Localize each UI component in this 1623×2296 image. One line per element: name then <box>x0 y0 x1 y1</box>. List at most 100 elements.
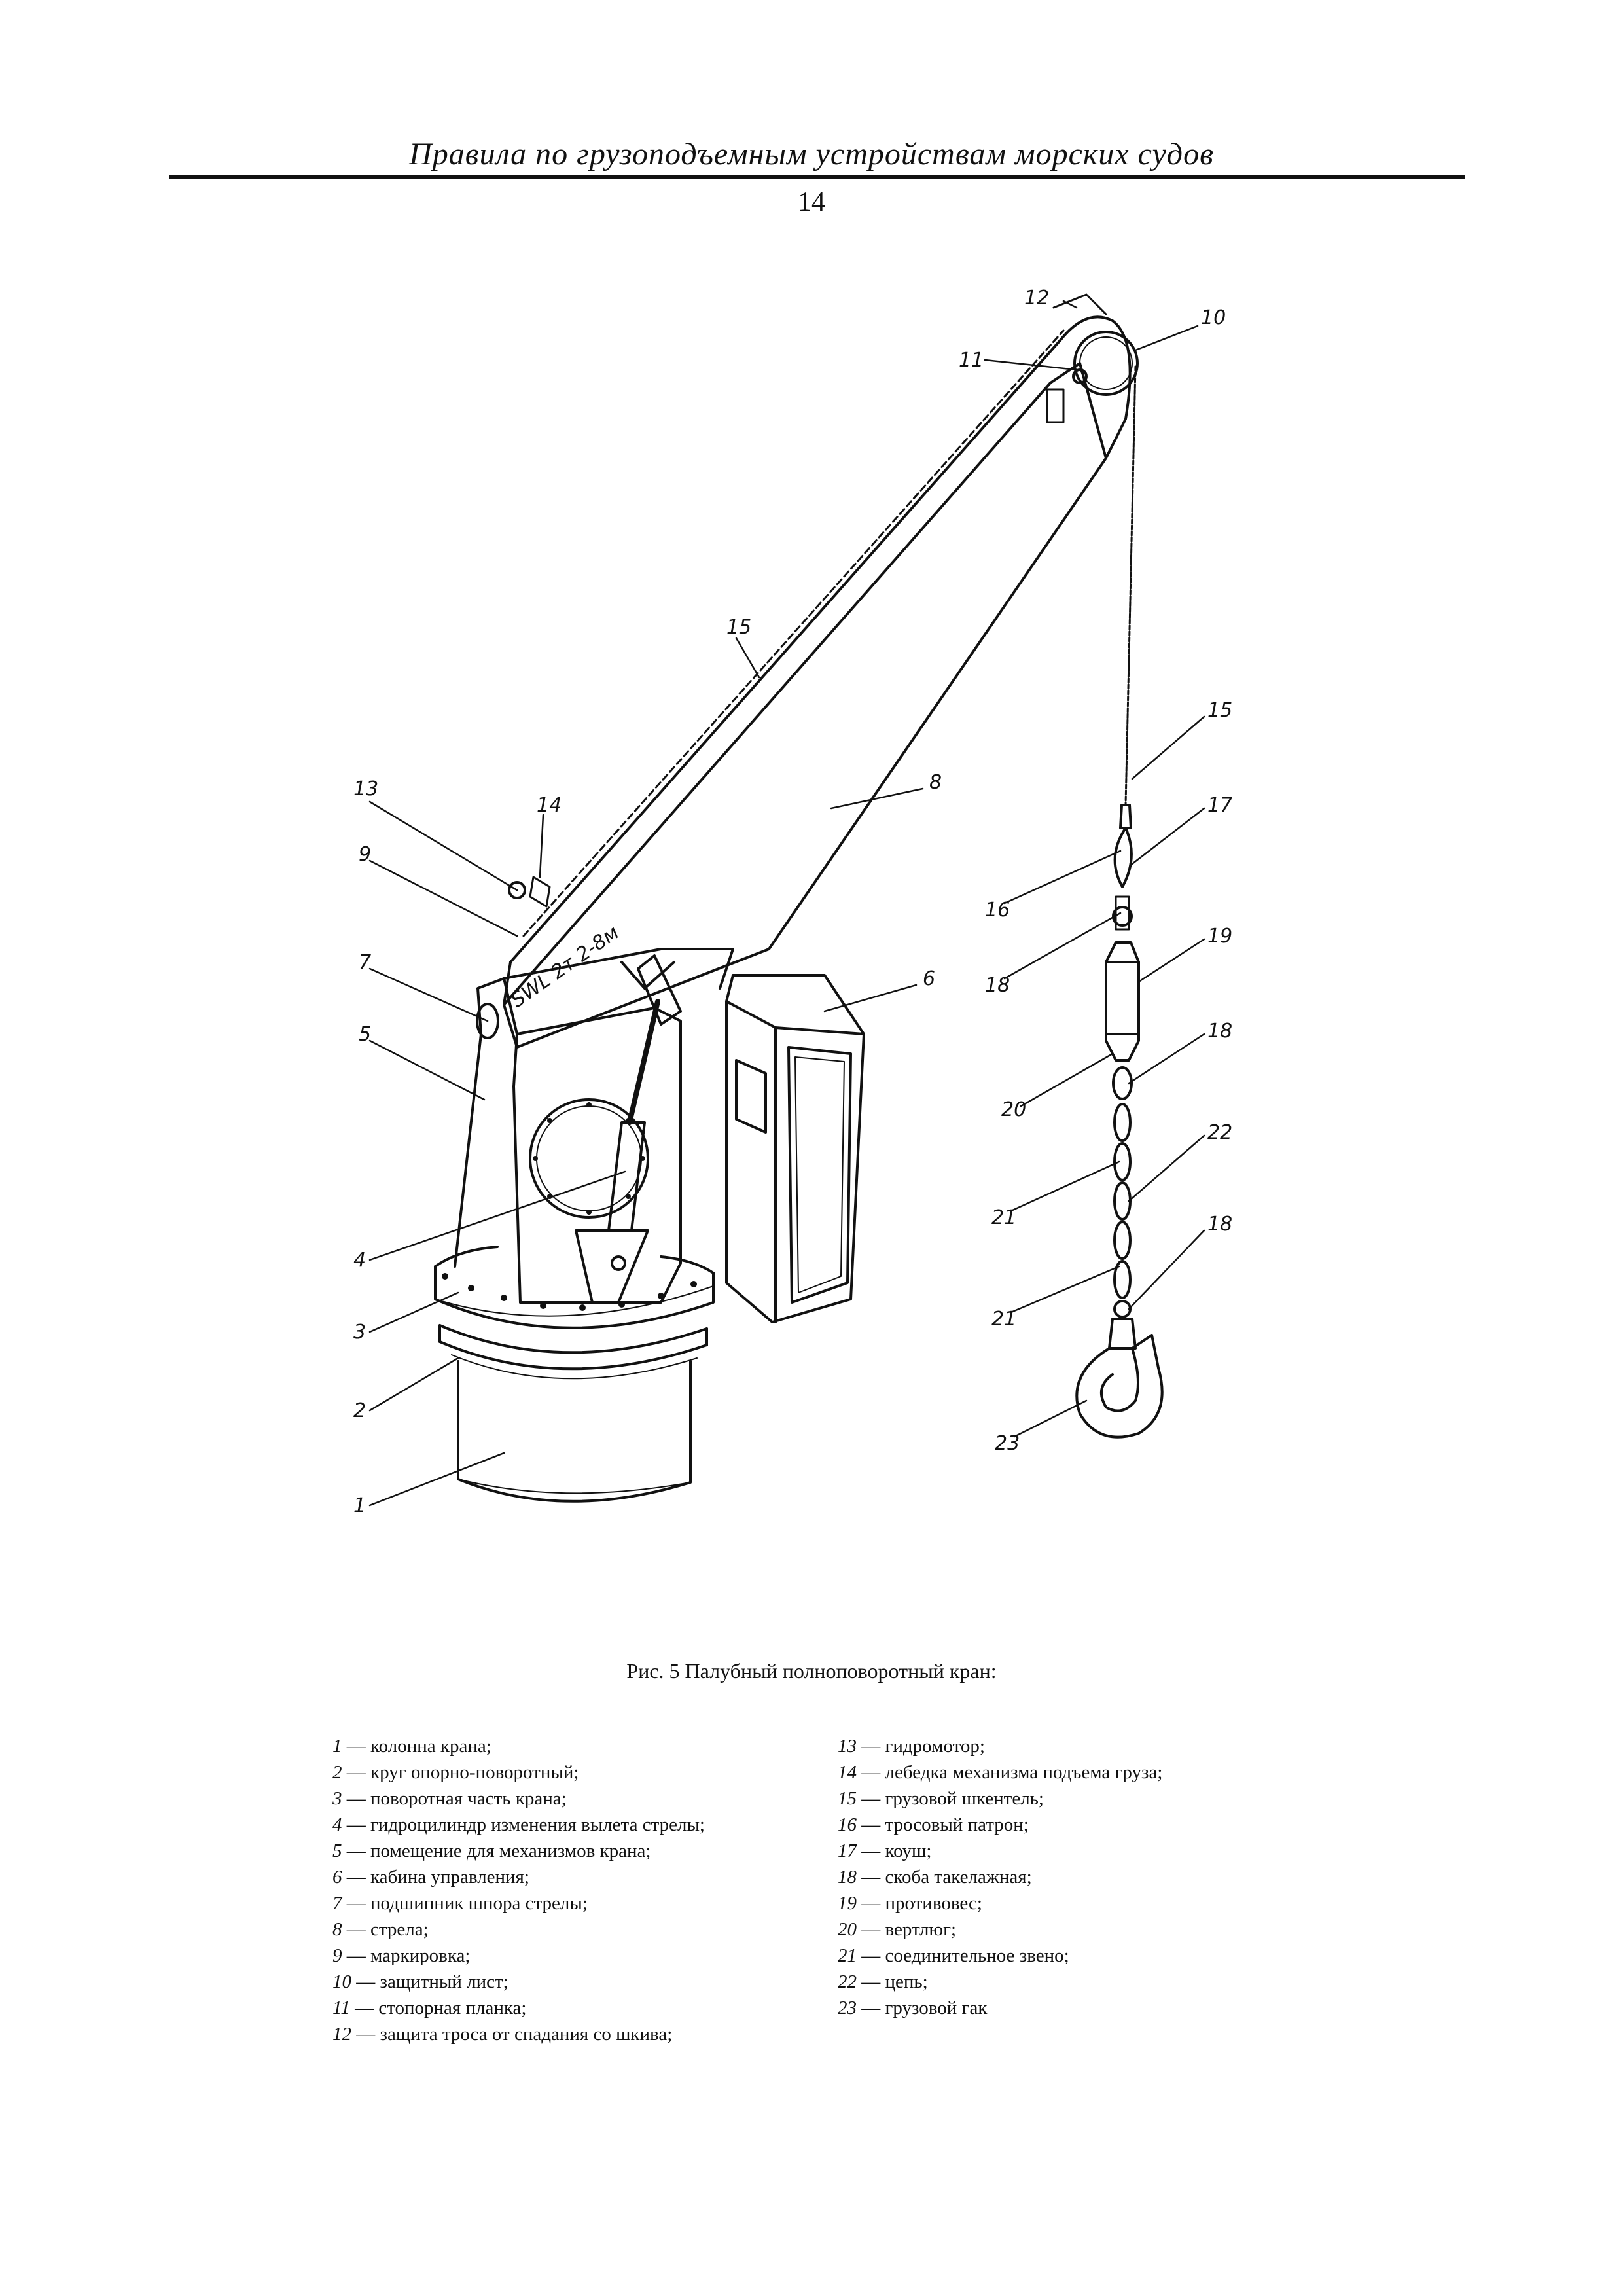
legend-item: 3 — поворотная часть крана; <box>332 1788 567 1809</box>
callout-12: 12 <box>1024 287 1049 310</box>
swivel-and-chain <box>1112 1066 1133 1318</box>
legend-text: соединительное звено; <box>885 1945 1069 1966</box>
legend-text: кабина управления; <box>370 1867 529 1888</box>
callout-22: 22 <box>1207 1121 1232 1144</box>
legend-num: 14 <box>838 1762 857 1783</box>
callout-8: 8 <box>929 771 942 794</box>
legend-num: 16 <box>838 1814 857 1835</box>
legend-text: коуш; <box>885 1840 932 1861</box>
legend-num: 15 <box>838 1788 857 1809</box>
page-number: 14 <box>798 187 825 217</box>
legend-num: 2 <box>332 1762 342 1783</box>
crane-column <box>457 1360 692 1503</box>
access-door <box>529 1098 649 1219</box>
callout-15-boom: 15 <box>726 616 751 639</box>
legend-num: 17 <box>838 1840 857 1861</box>
legend-text: тросовый патрон; <box>885 1814 1029 1835</box>
legend-text: гидромотор; <box>885 1736 985 1757</box>
legend-right-column: 13 — гидромотор; 14 — лебедка механизма … <box>838 1733 1162 2021</box>
legend-num: 5 <box>332 1840 342 1861</box>
callout-4: 4 <box>353 1249 366 1272</box>
legend-text: защитный лист; <box>380 1971 508 1992</box>
legend-item: 13 — гидромотор; <box>838 1736 985 1757</box>
callout-20: 20 <box>1001 1098 1026 1121</box>
callout-16: 16 <box>985 899 1010 922</box>
counterweight <box>1105 941 1140 1062</box>
callout-21-lower: 21 <box>991 1308 1016 1331</box>
rope-socket-thimble <box>1112 804 1133 931</box>
legend-text: скоба такелажная; <box>885 1867 1032 1888</box>
callout-13: 13 <box>353 778 378 800</box>
header-rule <box>169 175 1465 179</box>
legend-text: противовес; <box>885 1893 982 1914</box>
legend-item: 4 — гидроцилиндр изменения вылета стрелы… <box>332 1814 705 1835</box>
legend-item: 11 — стопорная планка; <box>332 1998 527 2018</box>
legend-text: круг опорно-поворотный; <box>370 1762 579 1783</box>
legend-num: 13 <box>838 1736 857 1757</box>
legend-text: колонна крана; <box>370 1736 491 1757</box>
legend-text: защита троса от спадания со шкива; <box>380 2024 673 2045</box>
cargo-hook <box>1075 1318 1164 1439</box>
legend-item: 12 — защита троса от спадания со шкива; <box>332 2024 673 2045</box>
legend-text: гидроцилиндр изменения вылета стрелы; <box>370 1814 705 1835</box>
legend-text: цепь; <box>885 1971 928 1992</box>
legend-item: 2 — круг опорно-поворотный; <box>332 1762 579 1783</box>
legend-num: 10 <box>332 1971 351 1992</box>
machinery-house <box>454 948 734 1304</box>
legend-item: 20 — вертлюг; <box>838 1919 957 1940</box>
legend-num: 23 <box>838 1998 857 2018</box>
legend-num: 6 <box>332 1867 342 1888</box>
callout-11: 11 <box>959 349 984 372</box>
callout-18-lower: 18 <box>1207 1213 1232 1236</box>
legend-num: 21 <box>838 1945 857 1966</box>
callout-15-rope: 15 <box>1207 699 1232 722</box>
control-cabin <box>725 974 865 1323</box>
legend-item: 1 — колонна крана; <box>332 1736 491 1757</box>
legend-num: 22 <box>838 1971 857 1992</box>
legend-num: 4 <box>332 1814 342 1835</box>
legend-item: 17 — коуш; <box>838 1840 932 1861</box>
legend-num: 3 <box>332 1788 342 1809</box>
callout-18-middle: 18 <box>1207 1020 1232 1043</box>
callout-18-upper: 18 <box>985 974 1010 997</box>
legend-num: 7 <box>332 1893 342 1914</box>
boom-head-sheave <box>1046 293 1139 459</box>
legend-item: 15 — грузовой шкентель; <box>838 1788 1044 1809</box>
legend-num: 20 <box>838 1919 857 1940</box>
callout-14: 14 <box>537 794 562 817</box>
figure-caption: Рис. 5 Палубный полноповоротный кран: <box>626 1659 997 1683</box>
callout-3: 3 <box>353 1321 366 1344</box>
callout-10: 10 <box>1201 306 1226 329</box>
legend-num: 12 <box>332 2024 351 2045</box>
legend-text: лебедка механизма подъема груза; <box>885 1762 1163 1783</box>
legend-num: 1 <box>332 1736 342 1757</box>
legend-num: 11 <box>332 1998 350 2018</box>
legend-item: 23 — грузовой гак <box>838 1998 988 2018</box>
legend-item: 6 — кабина управления; <box>332 1867 529 1888</box>
callout-9: 9 <box>359 843 371 866</box>
callout-23: 23 <box>995 1432 1020 1455</box>
callout-17: 17 <box>1207 794 1232 817</box>
legend-item: 14 — лебедка механизма подъема груза; <box>838 1762 1163 1783</box>
callout-5: 5 <box>359 1023 371 1046</box>
legend-num: 19 <box>838 1893 857 1914</box>
callout-7: 7 <box>359 951 371 974</box>
legend-item: 22 — цепь; <box>838 1971 928 1992</box>
legend-item: 9 — маркировка; <box>332 1945 471 1966</box>
callout-2: 2 <box>353 1399 366 1422</box>
callout-6: 6 <box>923 967 935 990</box>
leader-lines <box>368 300 1205 1507</box>
legend-left-column: 1 — колонна крана; 2 — круг опорно-повор… <box>332 1733 705 2047</box>
legend-item: 10 — защитный лист; <box>332 1971 508 1992</box>
legend-text: поворотная часть крана; <box>370 1788 567 1809</box>
legend-item: 8 — стрела; <box>332 1919 429 1940</box>
callout-21-upper: 21 <box>991 1206 1016 1229</box>
slewing-ring <box>438 1324 708 1380</box>
legend-item: 19 — противовес; <box>838 1893 982 1914</box>
legend-text: маркировка; <box>370 1945 471 1966</box>
legend-text: помещение для механизмов крана; <box>370 1840 651 1861</box>
callout-1: 1 <box>353 1494 366 1517</box>
wire-rope <box>1124 365 1137 806</box>
legend-text: вертлюг; <box>885 1919 957 1940</box>
